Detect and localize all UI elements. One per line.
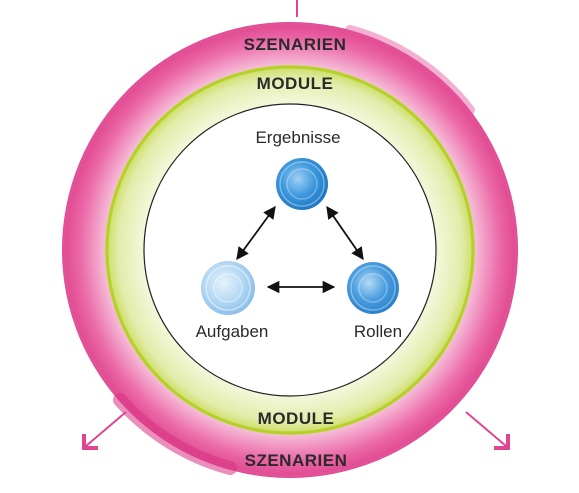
middle-ring-label-top: MODULE [257,74,334,93]
middle-ring-edge [105,65,475,435]
outer-ring-label-top: SZENARIEN [244,35,347,54]
node-label-aufgaben: Aufgaben [196,322,269,341]
node-rollen [347,262,399,314]
outer-ring-edge [62,22,518,478]
node-label-rollen: Rollen [354,322,402,341]
inner-circle [143,103,437,397]
node-ergebnisse [276,158,328,210]
outer-ring-brush-stroke-top [345,25,475,115]
outer-ring-label-bottom: SZENARIEN [245,451,348,470]
middle-ring-label-bottom: MODULE [258,409,335,428]
node-aufgaben [201,261,255,315]
outer-ring-brush-stroke [113,393,237,475]
bottom-right-pointer [465,411,510,450]
arrow-ergebnisse-rollen [326,205,364,261]
arrow-ergebnisse-aufgaben [236,205,276,261]
node-label-ergebnisse: Ergebnisse [255,128,340,147]
bottom-left-pointer [82,411,127,450]
